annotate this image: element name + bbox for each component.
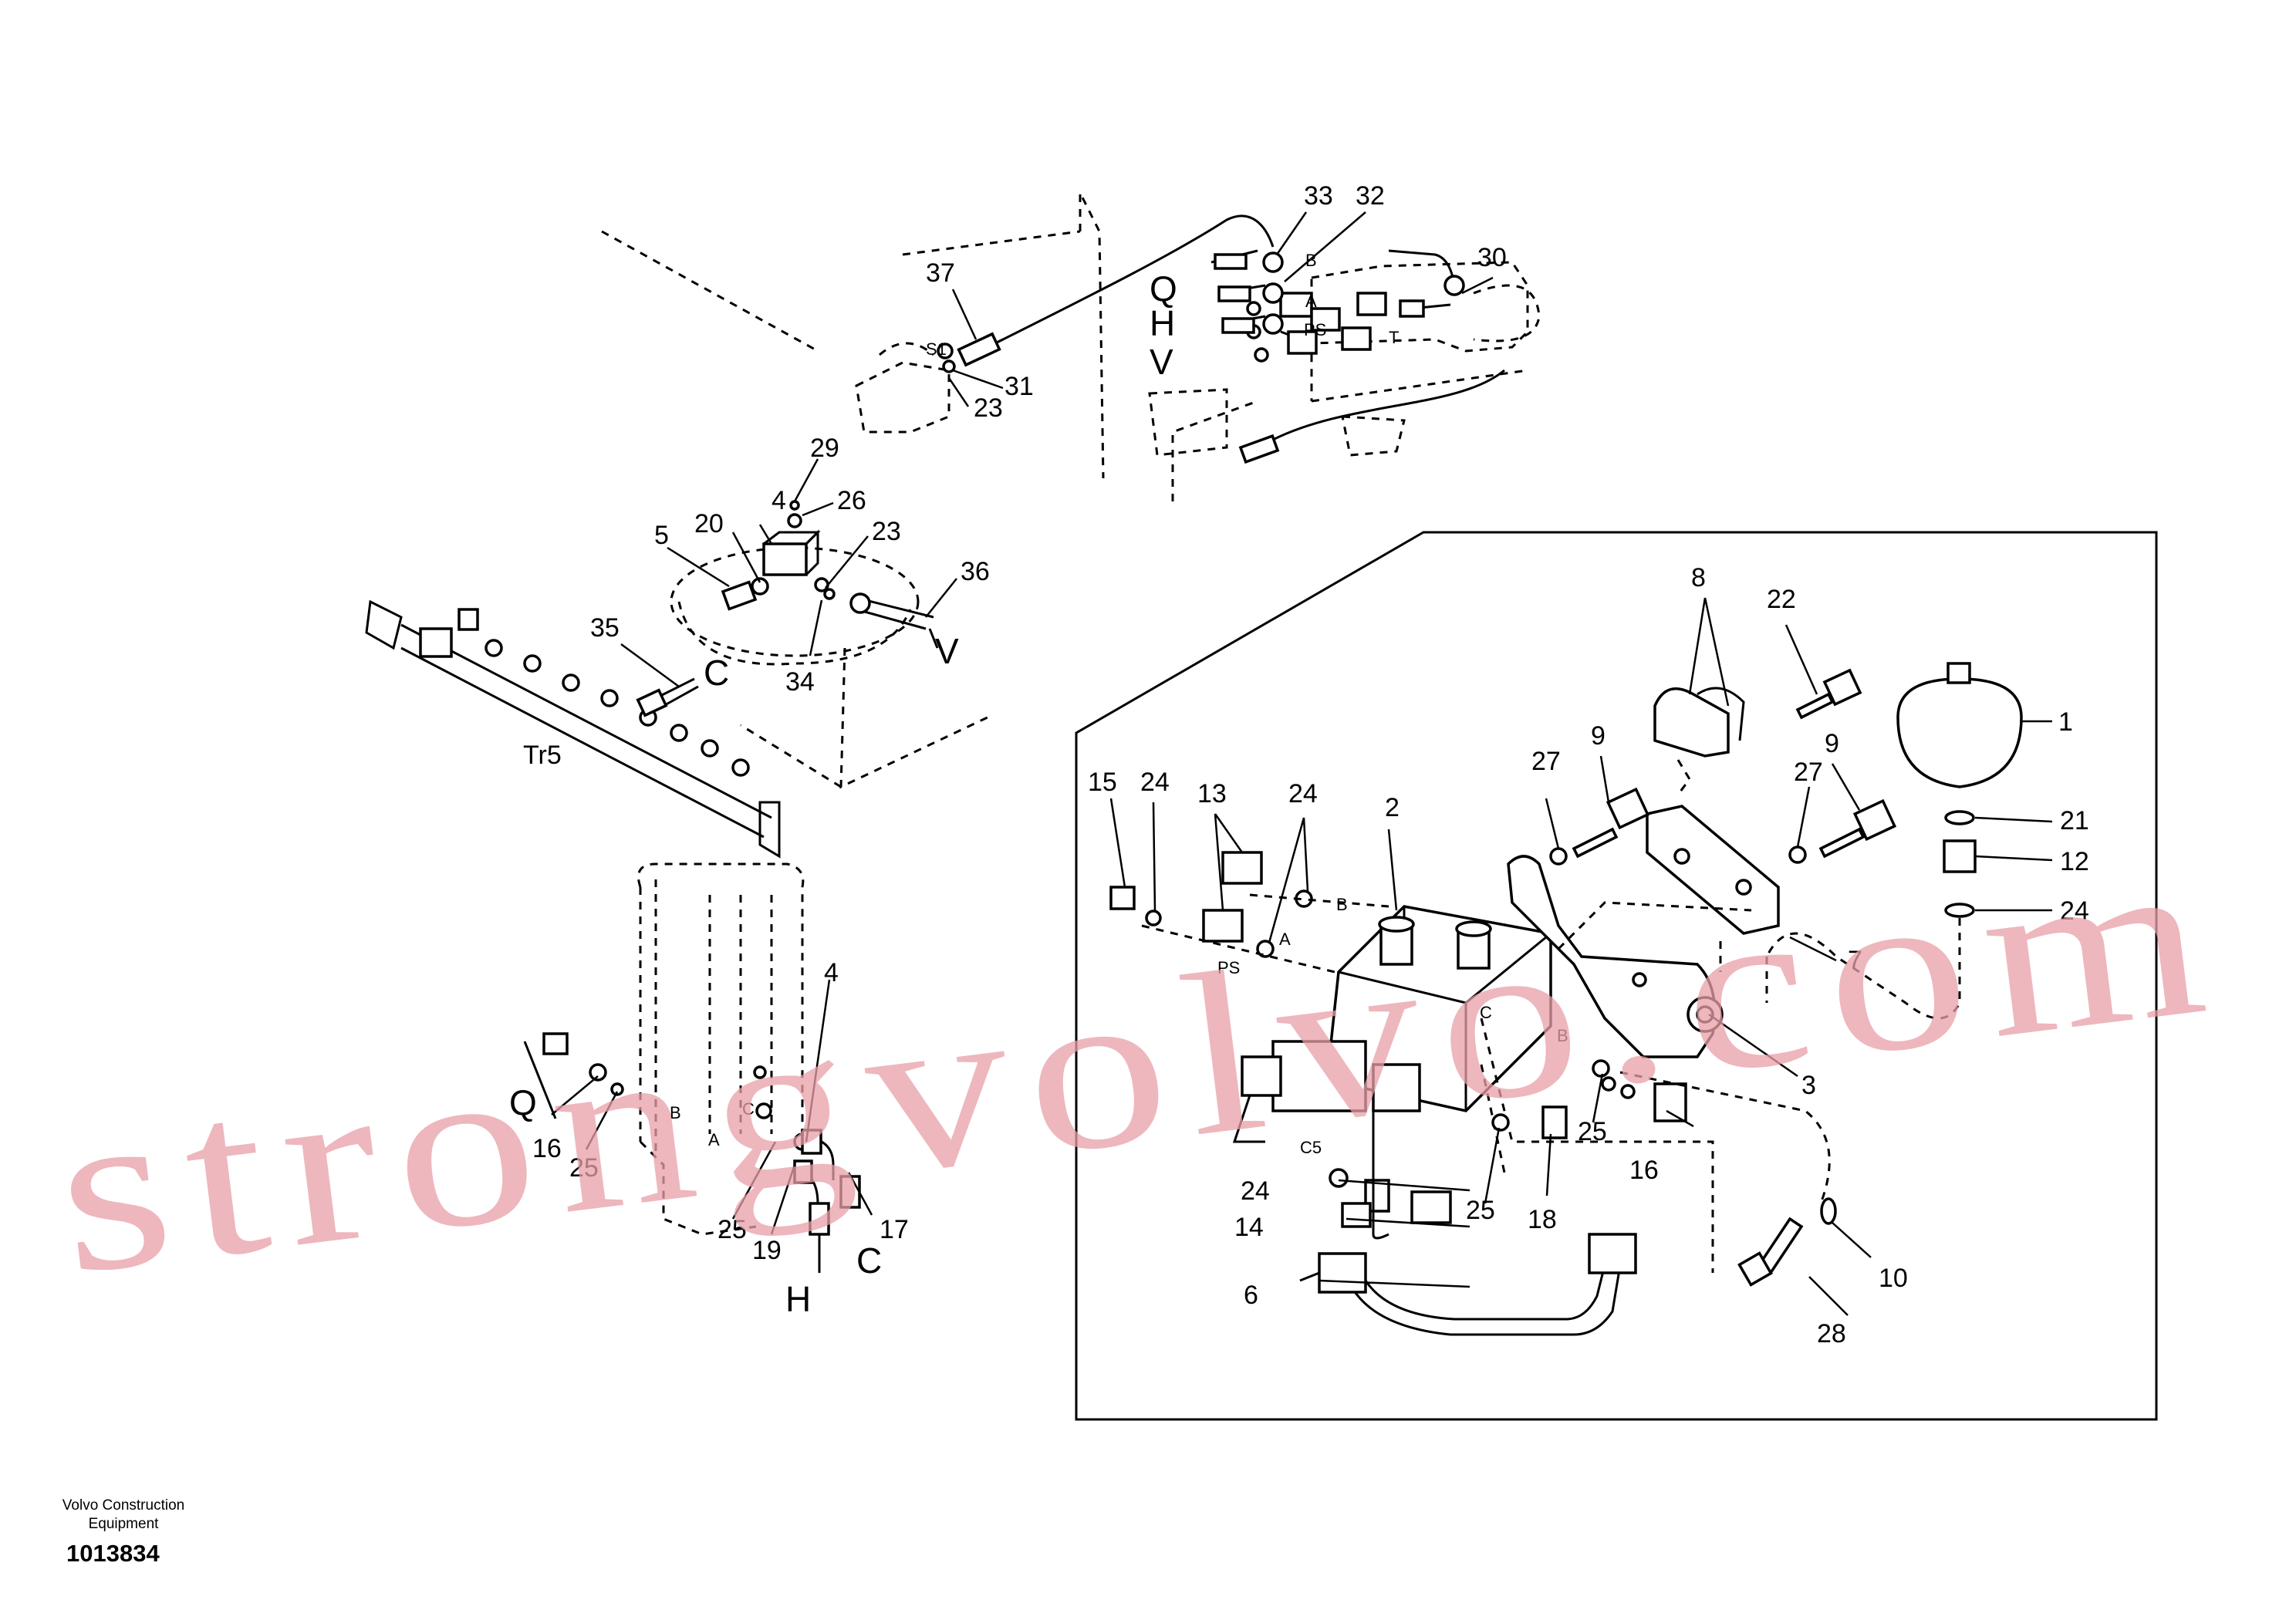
valve-block-mid [670, 500, 939, 666]
mark-b-top: B [1305, 251, 1317, 270]
main-valve-block [1232, 905, 1714, 1273]
label-18: 18 [1528, 1205, 1557, 1234]
label-25d: 25 [1578, 1117, 1607, 1146]
port-h-bottom: H [785, 1279, 811, 1319]
label-15: 15 [1088, 768, 1117, 797]
drawing-number: 1013834 [66, 1540, 160, 1567]
part-number-labels: 1 2 3 4 4 5 6 7 8 9 9 10 12 13 14 15 16 … [532, 181, 2089, 1348]
mark-s1: S1 [926, 339, 947, 359]
label-21: 21 [2060, 806, 2089, 835]
mark-c-valve: C [742, 1099, 755, 1119]
label-27a: 27 [1531, 747, 1561, 776]
label-4a: 4 [772, 486, 786, 515]
label-5: 5 [654, 521, 669, 550]
leader-lines [551, 211, 2053, 1316]
label-25b: 25 [718, 1215, 747, 1244]
label-36: 36 [961, 557, 990, 586]
valve-fittings [1109, 851, 1687, 1228]
mark-a-valve: A [708, 1130, 720, 1149]
label-8: 8 [1691, 563, 1706, 592]
watermark: strongvolvo.com [44, 803, 2235, 1323]
label-31: 31 [1004, 372, 1034, 401]
label-32: 32 [1356, 181, 1385, 211]
label-9a: 9 [1591, 721, 1606, 751]
port-v-top: V [1150, 342, 1173, 382]
label-35: 35 [590, 613, 620, 643]
label-28: 28 [1817, 1319, 1846, 1348]
label-13: 13 [1197, 779, 1227, 808]
label-22: 22 [1767, 585, 1796, 614]
port-q-top: Q [1150, 268, 1177, 309]
label-3: 3 [1801, 1071, 1816, 1100]
port-letters: Q H V V C Q C H [509, 268, 1177, 1319]
machine-outline [601, 192, 1528, 789]
label-23a: 23 [974, 393, 1003, 423]
label-26: 26 [837, 486, 866, 515]
mark-a-top: A [1305, 292, 1317, 311]
mark-b-valve: B [670, 1103, 681, 1122]
label-24d: 24 [2060, 896, 2089, 926]
label-10: 10 [1879, 1264, 1908, 1293]
mark-ps-top: PS [1304, 320, 1326, 339]
label-2: 2 [1385, 793, 1400, 822]
fittings-lower-left [523, 1032, 861, 1273]
mark-tr5: Tr5 [523, 741, 562, 770]
label-25c: 25 [1466, 1196, 1495, 1225]
mark-c-right: C [1480, 1003, 1492, 1022]
label-19: 19 [752, 1236, 782, 1265]
label-23b: 23 [872, 517, 901, 546]
label-37: 37 [926, 258, 955, 288]
label-30: 30 [1477, 243, 1507, 272]
valve-block-small [855, 342, 956, 434]
port-h-top: H [1150, 303, 1175, 343]
center-joint [637, 862, 812, 1236]
label-34: 34 [785, 667, 815, 697]
pipe-6 [1299, 1233, 1637, 1336]
label-16a: 16 [532, 1134, 562, 1163]
mark-a-inset: A [1279, 930, 1291, 949]
port-q-left: Q [509, 1082, 537, 1122]
mark-c5: C5 [1300, 1138, 1322, 1157]
port-c-bottom: C [856, 1240, 882, 1281]
port-c-hose: C [704, 653, 729, 693]
label-25a: 25 [569, 1153, 599, 1183]
port-v-right: V [935, 631, 959, 671]
brand-name: Volvo Construction Equipment [62, 1497, 185, 1532]
mark-t-top: T [1389, 328, 1399, 347]
accumulator [1619, 662, 2023, 1204]
label-12: 12 [2060, 847, 2089, 876]
label-20: 20 [694, 509, 724, 538]
label-29: 29 [810, 434, 839, 463]
mark-ps-inset: PS [1217, 958, 1240, 977]
label-16b: 16 [1629, 1156, 1659, 1185]
bracket-assembly [1507, 687, 1780, 1058]
hoses-top [957, 214, 1505, 464]
pilot-valve-top [1148, 261, 1541, 457]
small-port-marks: S1 B A PS T Tr5 B A PS C5 B A C B C [523, 251, 1568, 1157]
mark-b-right: B [1557, 1026, 1568, 1045]
inset-frame [1075, 531, 2158, 1421]
label-24a: 24 [1140, 768, 1170, 797]
label-24c: 24 [1241, 1176, 1270, 1206]
label-6: 6 [1244, 1281, 1258, 1310]
mark-b-inset: B [1336, 895, 1348, 914]
label-14: 14 [1234, 1213, 1264, 1242]
label-1: 1 [2058, 707, 2073, 737]
label-33: 33 [1304, 181, 1333, 211]
label-24b: 24 [1288, 779, 1318, 808]
manifold-pipe [365, 599, 781, 859]
label-7: 7 [1848, 946, 1862, 975]
label-27b: 27 [1794, 758, 1823, 787]
label-4b: 4 [824, 958, 839, 987]
label-9b: 9 [1825, 729, 1839, 758]
bolts-washers [1549, 668, 1897, 1287]
label-17: 17 [880, 1215, 909, 1244]
